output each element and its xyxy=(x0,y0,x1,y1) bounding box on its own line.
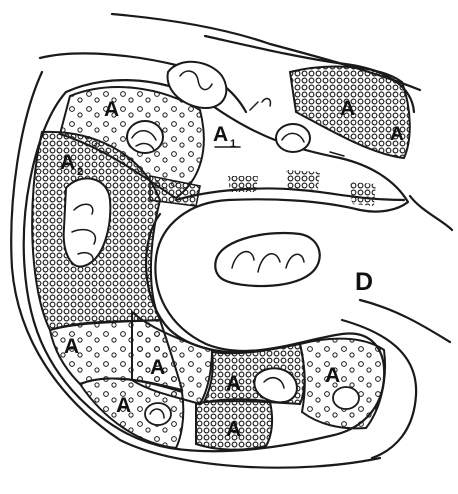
label-a-bottom-left: A xyxy=(116,394,131,417)
label-a-upper-left: A xyxy=(104,98,119,121)
label-a1-top-subscript: 1 xyxy=(230,138,236,150)
mitochondrion xyxy=(145,403,171,425)
label-a-right-edge: A xyxy=(390,124,404,145)
label-a1-top: A xyxy=(213,123,228,146)
mitochondrion xyxy=(276,124,310,152)
label-a2-left-subscript: 2 xyxy=(77,166,83,178)
label-a2-left: A xyxy=(60,151,75,174)
lumen-mitochondrion xyxy=(215,233,319,286)
label-a-top-right: A xyxy=(340,97,355,120)
label-a-bottom-center: A xyxy=(226,418,241,441)
label-a-lower-center: A xyxy=(226,372,241,395)
mitochondrion xyxy=(333,387,359,409)
label-d-lumen: D xyxy=(355,268,373,296)
lower-center-cell xyxy=(204,344,305,404)
label-a-lower-right: A xyxy=(325,364,340,387)
label-a-lower-left: A xyxy=(64,335,79,358)
label-a-lower-center-left: A xyxy=(150,356,165,379)
lower-right-cell xyxy=(300,339,385,429)
mitochondrion xyxy=(127,121,163,153)
